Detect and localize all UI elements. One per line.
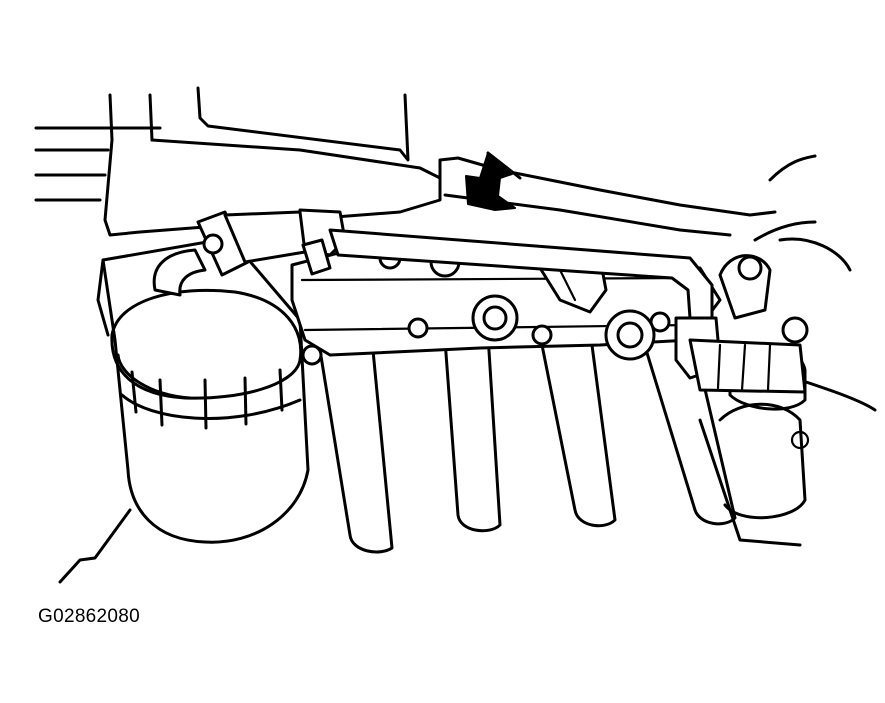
hose-clamp [196, 210, 332, 277]
fuel-hose [152, 208, 807, 394]
callout-arrow-icon [465, 151, 522, 211]
oil-filter [58, 236, 310, 584]
figure-id-label: G02862080 [38, 606, 141, 627]
intake-runners [318, 323, 737, 554]
engine-block-upper [34, 86, 817, 242]
